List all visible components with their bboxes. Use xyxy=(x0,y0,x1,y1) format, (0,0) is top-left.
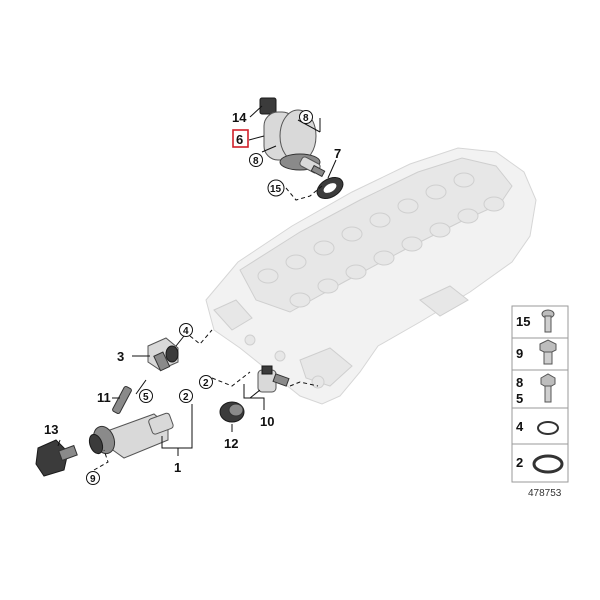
label-5: 5 xyxy=(143,392,149,403)
legend-row-4: 4 xyxy=(516,419,559,435)
legend-label-4: 4 xyxy=(516,419,524,434)
legend-row-9: 9 xyxy=(516,339,557,365)
legend-label-15: 15 xyxy=(516,314,530,329)
label-2-right: 2 xyxy=(203,378,209,389)
label-15: 15 xyxy=(270,184,282,195)
label-4: 4 xyxy=(183,326,189,337)
label-11: 11 xyxy=(97,390,111,405)
flange-bolt-icon xyxy=(540,373,556,403)
leader-lines xyxy=(57,105,337,471)
label-8-upper: 8 xyxy=(303,113,309,124)
label-8-lower: 8 xyxy=(253,156,259,167)
label-9: 9 xyxy=(90,474,96,485)
circle-2-right xyxy=(199,375,213,389)
label-13: 13 xyxy=(44,422,58,437)
sensor-10 xyxy=(257,365,290,393)
bolt-icon xyxy=(541,309,555,333)
circle-9 xyxy=(86,471,100,485)
label-2-left: 2 xyxy=(183,392,189,403)
legend-label-2: 2 xyxy=(516,455,523,470)
label-12: 12 xyxy=(224,436,238,451)
gasket-ring xyxy=(316,177,344,199)
legend-row-15: 15 xyxy=(516,309,555,333)
circle-4 xyxy=(179,323,193,337)
connector-13 xyxy=(35,439,78,477)
cylinder-head xyxy=(205,147,537,405)
circle-8-upper xyxy=(299,110,313,124)
legend-label-8: 8 xyxy=(516,375,523,390)
circle-5 xyxy=(139,389,153,403)
label-10: 10 xyxy=(260,414,274,429)
circle-8-lower xyxy=(249,153,263,167)
screw-11 xyxy=(112,385,132,415)
eccentric-shaft-actuator xyxy=(259,97,326,178)
circle-2-left xyxy=(179,389,193,403)
central-valve xyxy=(88,412,174,459)
o-ring-large-icon xyxy=(532,454,564,474)
sealing-plug-12 xyxy=(219,401,245,423)
legend-row-2: 2 xyxy=(516,454,564,474)
label-1: 1 xyxy=(174,460,181,475)
hex-bolt-icon xyxy=(539,339,557,365)
vanos-solenoid xyxy=(147,337,179,372)
highlight-box-6 xyxy=(232,129,249,148)
diagram-reference-number: 478753 xyxy=(528,488,562,499)
legend-label-9: 9 xyxy=(516,346,523,361)
label-14: 14 xyxy=(232,110,247,125)
camshaft-lower xyxy=(289,196,505,308)
callout-labels: 14 6 8 8 7 15 4 3 11 5 2 2 13 9 1 12 10 xyxy=(44,110,341,485)
label-7: 7 xyxy=(334,146,341,161)
legend-table: 15 9 8 5 4 xyxy=(511,305,569,499)
circle-15 xyxy=(267,179,285,197)
legend-label-5: 5 xyxy=(516,391,523,406)
label-6: 6 xyxy=(236,132,243,147)
label-3: 3 xyxy=(117,349,124,364)
o-ring-small-icon xyxy=(537,421,559,435)
legend-row-8-5: 8 5 xyxy=(516,373,556,406)
camshaft-upper xyxy=(257,172,475,284)
